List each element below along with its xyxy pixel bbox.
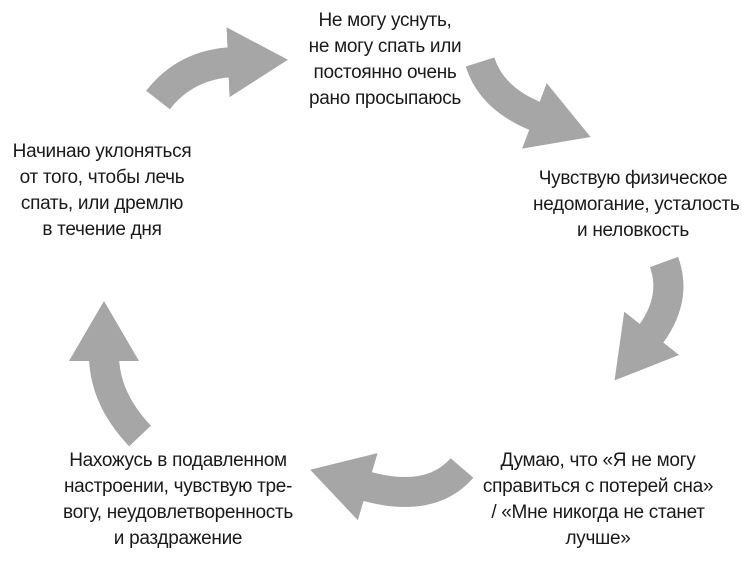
node-line: рано просыпаюсь	[308, 88, 462, 109]
node-line: лучше»	[565, 528, 631, 549]
node-line: Нахожусь в подавленном	[69, 450, 287, 471]
node-negative-thoughts: Думаю, что «Я не могу справиться с потер…	[478, 448, 718, 552]
node-line: Чувствую физическое	[538, 168, 728, 189]
node-physical-discomfort: Чувствую физическое недомогание, усталос…	[533, 166, 740, 244]
node-line: Начинаю уклоняться	[12, 141, 192, 162]
node-line: / «Мне никогда не станет	[491, 502, 705, 523]
arrow-top-to-right	[465, 56, 591, 149]
node-line: вогу, неудовлетворенность	[62, 502, 294, 523]
node-line: настроении, чувствую тре-	[63, 476, 293, 497]
node-line: от того, чтобы лечь	[19, 167, 185, 188]
node-line: Думаю, что «Я не могу	[500, 450, 696, 471]
node-line: справиться с потерей сна»	[482, 476, 714, 497]
node-line: постоянно очень	[313, 62, 457, 83]
arrow-bottom-left-to-left	[69, 301, 152, 447]
arrow-left-to-top	[146, 27, 288, 110]
node-line: не могу спать или	[308, 36, 462, 57]
node-low-mood: Нахожусь в подавленном настроении, чувст…	[58, 448, 298, 552]
node-line: недомогание, усталость	[533, 194, 740, 215]
node-line: и неловкость	[577, 220, 689, 241]
node-cant-sleep: Не могу уснуть, не могу спать или постоя…	[300, 8, 470, 112]
node-line: Не могу уснуть,	[318, 10, 452, 31]
node-line: спать, или дремлю	[20, 193, 184, 214]
node-avoidance: Начинаю уклоняться от того, чтобы лечь с…	[12, 139, 192, 243]
arrow-bottom-right-to-bottom-left	[310, 453, 474, 521]
node-line: в течение дня	[42, 219, 162, 240]
arrow-right-to-bottom-right	[614, 256, 684, 381]
node-line: и раздражение	[113, 528, 243, 549]
